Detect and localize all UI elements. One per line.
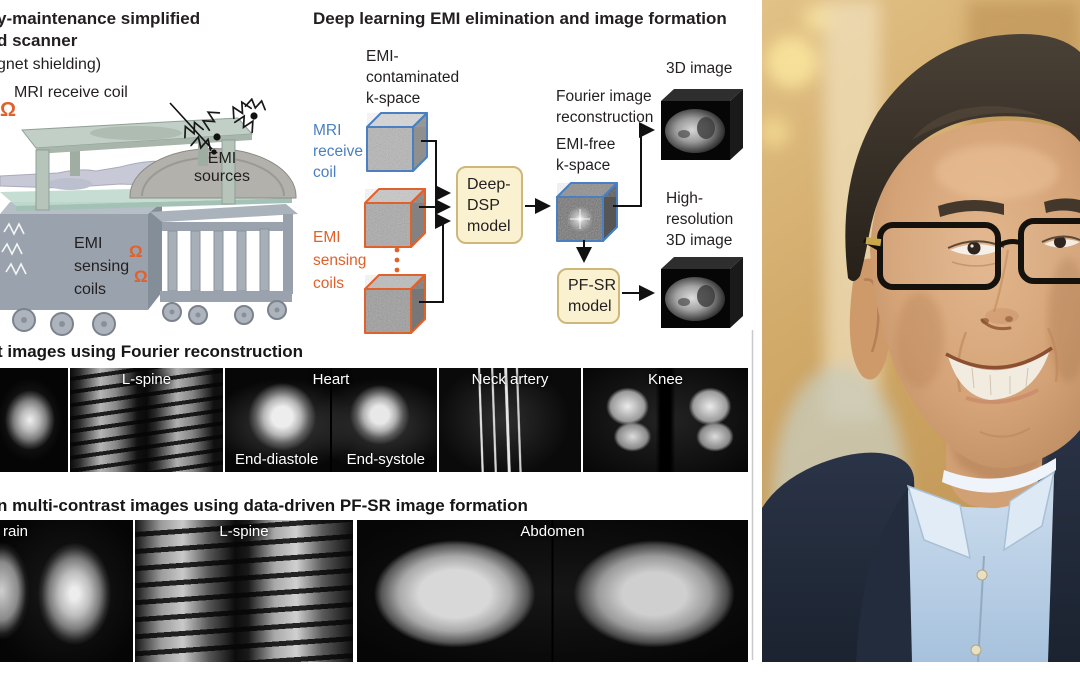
panel-label-neck-artery: Neck artery: [471, 371, 549, 388]
sensing-coil-icon-2: Ω: [134, 267, 148, 286]
pfsr-image-row: rain L-spine Abdomen: [0, 520, 748, 662]
receive-coil-label: MRI receive coil: [14, 84, 128, 101]
pfsr-section-header: n multi-contrast images using data-drive…: [0, 496, 528, 515]
sensing-coil-icon-1: Ω: [129, 242, 143, 261]
mri-panel-abdomen: Abdomen: [357, 520, 748, 662]
mri-panel-lspine: L-spine: [70, 368, 223, 472]
nose-line: [992, 249, 1010, 313]
panel-label-lspine-2: L-spine: [219, 523, 269, 540]
collar-band: [942, 458, 1056, 493]
chin-shadow: [948, 440, 1046, 483]
fourier-reconstruction-label: Fourier image reconstruction: [556, 88, 654, 126]
kspace-cube-mri: [366, 112, 428, 172]
hair: [845, 34, 1080, 282]
emi-squiggle-on-base: [1, 222, 27, 276]
panel-label-end-diastole: End-diastole: [235, 451, 319, 468]
shirt-button-2: [970, 644, 982, 656]
panel-label-end-systole: End-systole: [346, 451, 425, 468]
high-res-3d-image-box: [661, 257, 743, 328]
forehead-highlight: [935, 145, 1059, 199]
scanner-title-line1: y-maintenance simplified: [0, 9, 201, 28]
kspace-cube-emi-1: [364, 188, 426, 248]
patient-cart: [150, 204, 298, 302]
portrait-photo: [762, 0, 1080, 662]
mri-panel-brain-2: rain: [0, 520, 133, 662]
suit-lapel-left: [856, 480, 914, 662]
panel-label-lspine: L-spine: [121, 371, 172, 388]
science-figure: y-maintenance simplified d scanner gnet …: [0, 9, 754, 662]
glasses-bridge: [996, 239, 1022, 249]
collar-right: [1003, 470, 1056, 552]
portrait-illustration: [762, 0, 1080, 662]
emi-free-kspace-label: EMI-free k-space: [556, 136, 616, 174]
mri-panel-brain: [0, 368, 68, 472]
eyebrow-left: [938, 199, 1004, 217]
3d-image-box: [661, 89, 743, 160]
eyebrow-right: [1044, 198, 1080, 213]
mri-panel-heart: Heart End-diastole End-systole: [225, 368, 437, 472]
panel-label-heart: Heart: [312, 371, 350, 388]
mri-panel-neck-artery: Neck artery: [439, 368, 581, 472]
collar-left: [906, 484, 971, 560]
flowchart-title: Deep learning EMI elimination and image …: [313, 9, 727, 28]
panel-label-abdomen: Abdomen: [520, 523, 585, 540]
chin-crease: [979, 427, 1031, 438]
kspace-cube-emi-2: [364, 274, 426, 334]
scanner-subtitle: gnet shielding): [0, 56, 102, 73]
emi-sources-label: EMI sources: [193, 150, 251, 185]
fourier-image-row: L-spine Heart End-diastole End-systole N…: [0, 368, 748, 472]
3d-image-label: 3D image: [666, 60, 733, 77]
mri-panel-knee: Knee: [583, 368, 748, 472]
kspace-cube-emi-free: [556, 182, 618, 242]
mri-receive-coil-label: MRI receive coil: [313, 122, 363, 181]
fourier-section-header: t images using Fourier reconstruction: [0, 342, 304, 361]
emi-sensing-label: EMI sensing coils: [74, 235, 130, 298]
coil-loop-icon: Ω: [0, 99, 17, 121]
glasses-hinge: [865, 237, 882, 247]
high-res-3d-image-label: High- resolution 3D image: [666, 190, 734, 249]
deep-dsp-model-box: Deep- DSP model: [456, 166, 523, 244]
contaminated-kspace-label: EMI- contaminated k-space: [366, 48, 460, 107]
pf-sr-model-box: PF-SR model: [557, 268, 620, 324]
lower-lip: [965, 388, 1039, 404]
shirt-button: [976, 569, 988, 581]
mri-panel-lspine-2: L-spine: [135, 520, 353, 662]
emi-sensing-coils-label: EMI sensing coils: [313, 229, 367, 292]
panel-label-brain: rain: [3, 523, 29, 540]
upper-lip: [945, 346, 1053, 370]
glasses: [877, 218, 1080, 290]
panel-label-knee: Knee: [647, 371, 684, 388]
wheel-hubs: [21, 307, 280, 327]
ellipsis-dots: [394, 247, 400, 273]
scanner-title-line2: d scanner: [0, 31, 78, 50]
